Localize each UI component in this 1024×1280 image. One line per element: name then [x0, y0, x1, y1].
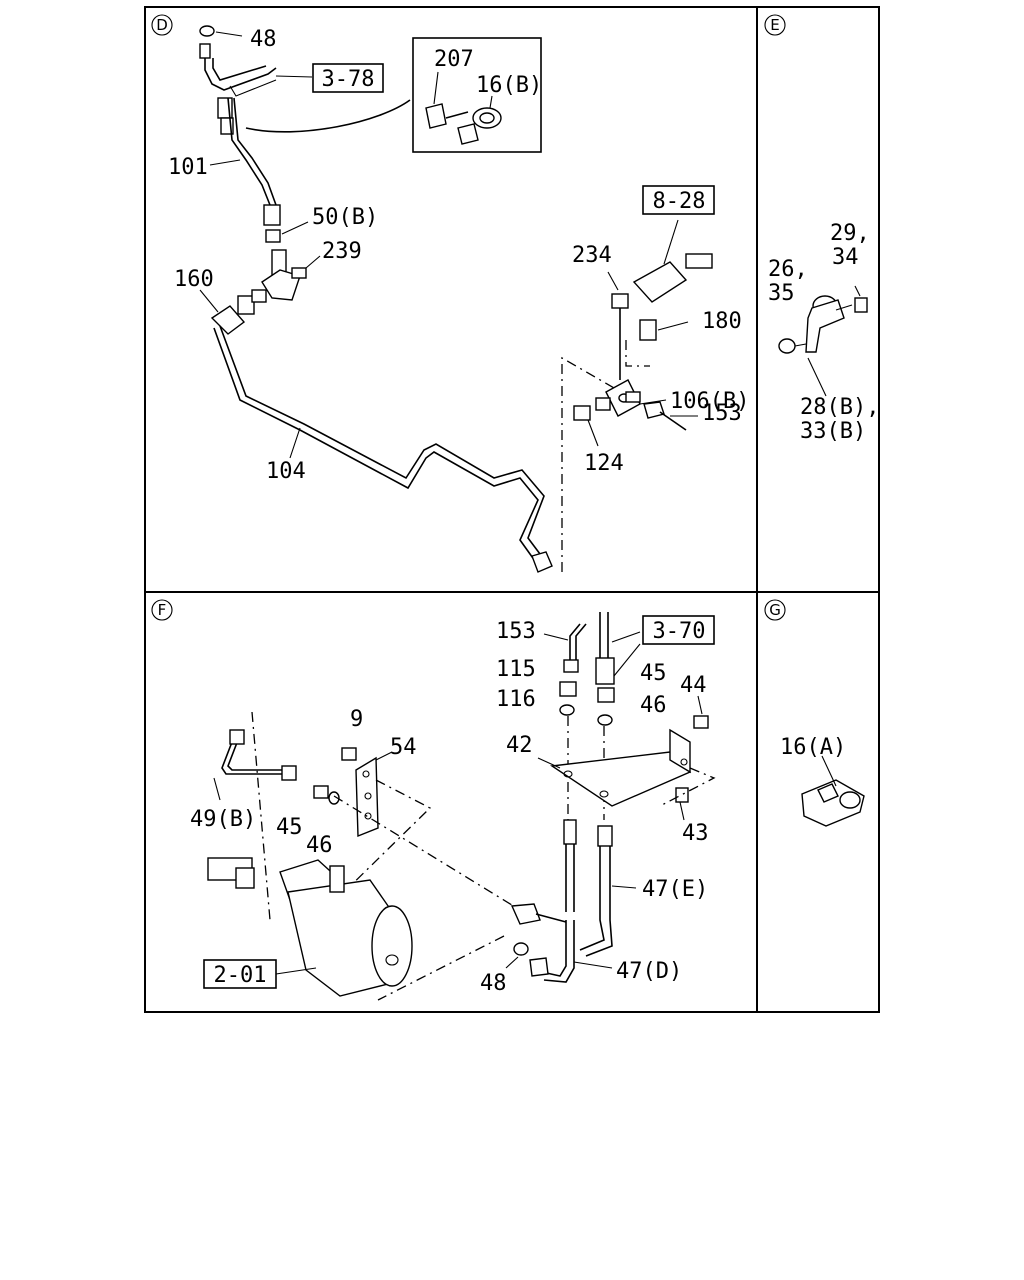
svg-text:E: E	[770, 16, 779, 34]
label-e-34: 34	[832, 245, 859, 270]
ref-box-8-28: 8-28	[642, 185, 715, 215]
label-f-44: 44	[680, 673, 707, 698]
section-badge-f: F	[151, 599, 173, 621]
ref-box-3-78: 3-78	[312, 63, 384, 93]
label-d-101: 101	[168, 155, 208, 180]
section-badge-d: D	[151, 14, 173, 36]
part-labels: 48 207 16(B) 101 50(B) 239 160 234 180 1…	[168, 27, 879, 996]
label-f-49b: 49(B)	[190, 807, 256, 832]
label-f-54: 54	[390, 735, 417, 760]
label-d-160: 160	[174, 267, 214, 292]
label-d-50b: 50(B)	[312, 205, 378, 230]
label-e-35: 35	[768, 281, 795, 306]
label-f-48: 48	[480, 971, 507, 996]
svg-text:3-78: 3-78	[322, 67, 375, 92]
svg-text:G: G	[769, 601, 781, 619]
label-d-48: 48	[250, 27, 277, 52]
label-d-239: 239	[322, 239, 362, 264]
label-d-207: 207	[434, 47, 474, 72]
label-f-42: 42	[506, 733, 533, 758]
label-e-33b: 33(B)	[800, 419, 866, 444]
section-e-drawing	[778, 285, 868, 397]
svg-text:F: F	[158, 601, 167, 619]
ref-box-3-70: 3-70	[642, 615, 715, 645]
label-e-26: 26,	[768, 257, 808, 282]
section-badge-g: G	[764, 599, 786, 621]
label-d-124: 124	[584, 451, 624, 476]
label-f-45b: 45	[276, 815, 303, 840]
ref-box-2-01: 2-01	[203, 959, 277, 989]
label-d-234: 234	[572, 243, 612, 268]
section-g-drawing	[801, 755, 865, 827]
diagram-frame	[144, 6, 880, 1013]
label-f-46a: 46	[640, 693, 667, 718]
section-badge-e: E	[764, 14, 786, 36]
label-d-106b: 106(B)	[670, 389, 749, 414]
label-e-28b: 28(B),	[800, 395, 879, 420]
label-d-180: 180	[702, 309, 742, 334]
label-f-47e: 47(E)	[642, 877, 708, 902]
label-f-153: 153	[496, 619, 536, 644]
label-d-104: 104	[266, 459, 306, 484]
label-f-9: 9	[350, 707, 363, 732]
label-f-45a: 45	[640, 661, 667, 686]
svg-text:8-28: 8-28	[653, 189, 706, 214]
label-e-29: 29,	[830, 221, 870, 246]
label-f-47d: 47(D)	[616, 959, 682, 984]
label-d-153: 153	[702, 401, 742, 426]
svg-text:2-01: 2-01	[214, 963, 267, 988]
label-f-43: 43	[682, 821, 709, 846]
section-f-drawing	[207, 612, 716, 1001]
label-g-16a: 16(A)	[780, 735, 846, 760]
svg-text:D: D	[156, 16, 168, 34]
label-f-116: 116	[496, 687, 536, 712]
label-f-115: 115	[496, 657, 536, 682]
svg-text:3-70: 3-70	[653, 619, 706, 644]
label-d-16b: 16(B)	[476, 73, 542, 98]
section-d-drawing	[199, 25, 713, 573]
label-f-46b: 46	[306, 833, 333, 858]
